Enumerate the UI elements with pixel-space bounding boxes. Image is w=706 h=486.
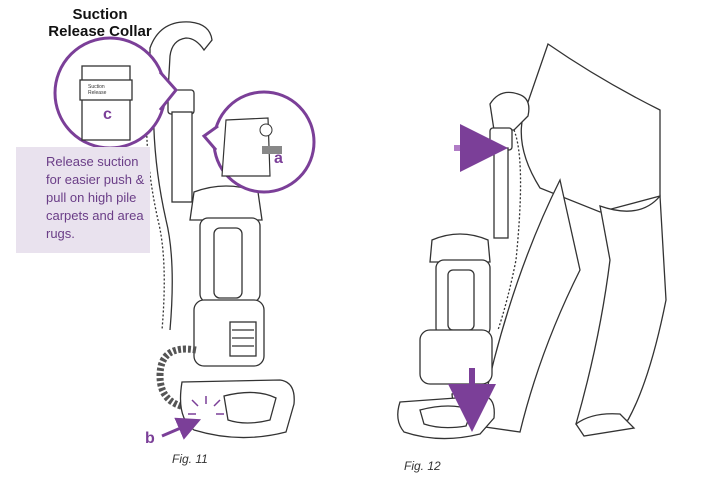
fig11-caption: Fig. 11 bbox=[172, 452, 208, 466]
left-leg bbox=[477, 178, 581, 433]
floor-nozzle bbox=[397, 395, 495, 440]
motor-housing bbox=[193, 299, 265, 367]
collar-label: Suction Release bbox=[88, 84, 107, 96]
wand bbox=[493, 147, 509, 239]
suction-collar bbox=[489, 127, 513, 151]
motor-housing bbox=[419, 329, 493, 385]
right-leg bbox=[575, 194, 667, 433]
canister-lid bbox=[189, 185, 263, 221]
dust-cup bbox=[199, 217, 261, 303]
release-zoom bbox=[201, 90, 316, 194]
callout-c: c bbox=[103, 106, 112, 123]
shoe bbox=[575, 413, 636, 437]
wand bbox=[171, 111, 193, 203]
arm-sleeve bbox=[520, 42, 661, 213]
collar-heading: Suction Release Collar bbox=[48, 6, 152, 40]
hose bbox=[497, 129, 522, 331]
tip-box bbox=[16, 147, 150, 253]
handle-grip bbox=[489, 91, 530, 131]
callout-a: a bbox=[274, 150, 283, 167]
vacuum-fig12 bbox=[397, 91, 530, 440]
fig12-caption: Fig. 12 bbox=[404, 459, 441, 473]
arrow-b bbox=[161, 417, 202, 440]
pedal-burst bbox=[188, 396, 224, 415]
floor-nozzle bbox=[179, 379, 295, 439]
handle-grip bbox=[149, 21, 213, 93]
collar-zoom bbox=[53, 36, 178, 150]
callout-b: b bbox=[145, 430, 155, 447]
tip-text: Release suction for easier push & pull o… bbox=[46, 154, 145, 241]
canister-lid bbox=[429, 233, 491, 263]
vacuum-fig11 bbox=[145, 21, 295, 439]
dust-cup bbox=[435, 259, 491, 337]
person-fig12 bbox=[451, 42, 667, 437]
